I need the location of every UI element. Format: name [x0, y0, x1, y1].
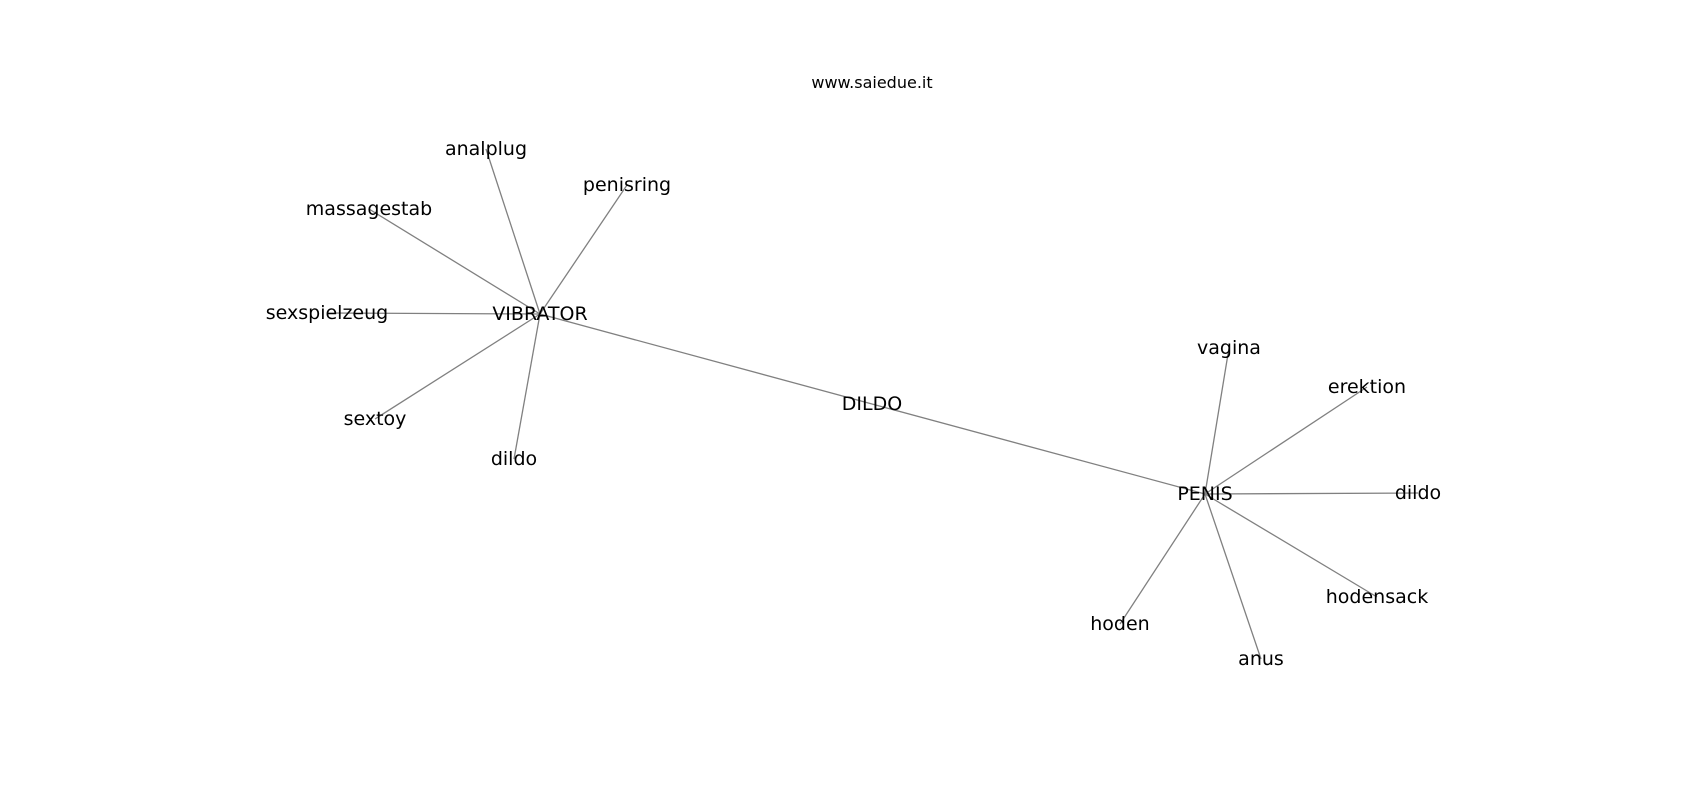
node-label-penisring: penisring [583, 174, 671, 196]
node-label-vibrator: VIBRATOR [492, 303, 587, 325]
node-label-dildo-center: DILDO [842, 393, 902, 415]
edge-penis-dildo_right [1204, 492, 1419, 495]
node-label-erektion: erektion [1328, 376, 1406, 398]
graph-nodes: VIBRATOR DILDO PENIS analplug penisring massa… [266, 138, 1441, 670]
edge-vibrator-dildo_center [539, 313, 873, 405]
edge-vibrator-dildo_left [513, 313, 541, 460]
node-label-hodensack: hodensack [1326, 586, 1428, 608]
node-label-sexspielzeug: sexspielzeug [266, 302, 388, 324]
node-label-anus: anus [1238, 648, 1284, 670]
edge-penis-hoden [1119, 493, 1206, 625]
edge-penis-anus [1204, 493, 1262, 660]
site-caption: www.saiedue.it [811, 73, 932, 92]
node-label-analplug: analplug [445, 138, 527, 160]
graph-edges [326, 148, 1419, 660]
node-label-massagestab: massagestab [306, 198, 432, 220]
edge-vibrator-massagestab [368, 208, 541, 315]
node-label-dildo-right: dildo [1395, 482, 1441, 504]
node-label-vagina: vagina [1197, 337, 1261, 359]
edge-penis-vagina [1204, 347, 1230, 495]
edge-vibrator-sexspielzeug [326, 312, 541, 315]
node-label-dildo-left: dildo [491, 448, 537, 470]
edge-dildo_center-penis [871, 403, 1206, 495]
edge-penis-hodensack [1204, 493, 1378, 598]
edge-penis-erektion [1204, 386, 1368, 495]
edge-vibrator-penisring [539, 184, 628, 315]
edge-vibrator-sextoy [374, 313, 541, 420]
node-label-sextoy: sextoy [344, 408, 407, 430]
node-label-penis: PENIS [1177, 483, 1232, 505]
edge-vibrator-analplug [485, 148, 541, 315]
node-label-hoden: hoden [1090, 613, 1149, 635]
